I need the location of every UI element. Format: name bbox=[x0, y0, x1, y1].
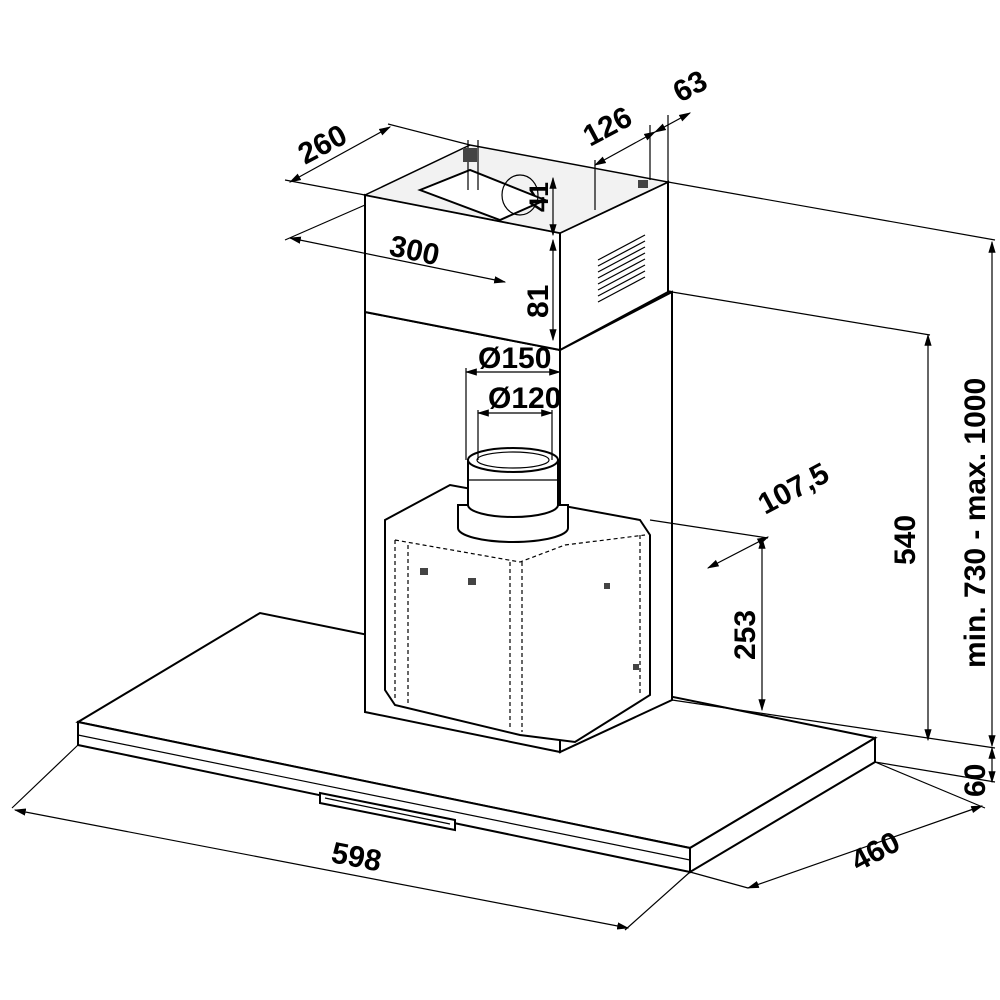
dim-460: 460 bbox=[846, 826, 906, 879]
dim-260: 260 bbox=[293, 119, 353, 172]
motor-housing bbox=[384, 483, 651, 744]
dim-81: 81 bbox=[522, 285, 555, 318]
bracket-clip bbox=[463, 148, 477, 162]
dim-diameter-120: Ø120 bbox=[488, 382, 561, 415]
motor-screw-3 bbox=[604, 583, 610, 589]
dim-63: 63 bbox=[668, 64, 713, 109]
dimension-lines bbox=[11, 112, 996, 931]
dim-60: 60 bbox=[959, 764, 992, 797]
dim-540: 540 bbox=[889, 515, 922, 565]
outlet-collar bbox=[457, 447, 569, 543]
bracket-fan bbox=[501, 174, 539, 216]
motor-screw-4 bbox=[633, 664, 639, 670]
dim-253: 253 bbox=[729, 610, 762, 660]
vent-grille bbox=[597, 234, 646, 303]
bracket-plate bbox=[417, 168, 548, 222]
collar-inner bbox=[476, 451, 550, 469]
dim-total-height: min. 730 - max. 1000 bbox=[959, 378, 992, 668]
dim-126: 126 bbox=[578, 101, 638, 154]
top-screw bbox=[638, 180, 648, 188]
dim-107-5: 107,5 bbox=[753, 457, 835, 521]
motor-top-dash bbox=[394, 534, 646, 563]
dim-diameter-150: Ø150 bbox=[478, 342, 551, 375]
motor-screw-1 bbox=[420, 568, 428, 575]
dim-41: 41 bbox=[524, 182, 554, 212]
collar-body bbox=[467, 459, 559, 518]
motor-screw-2 bbox=[468, 578, 476, 585]
